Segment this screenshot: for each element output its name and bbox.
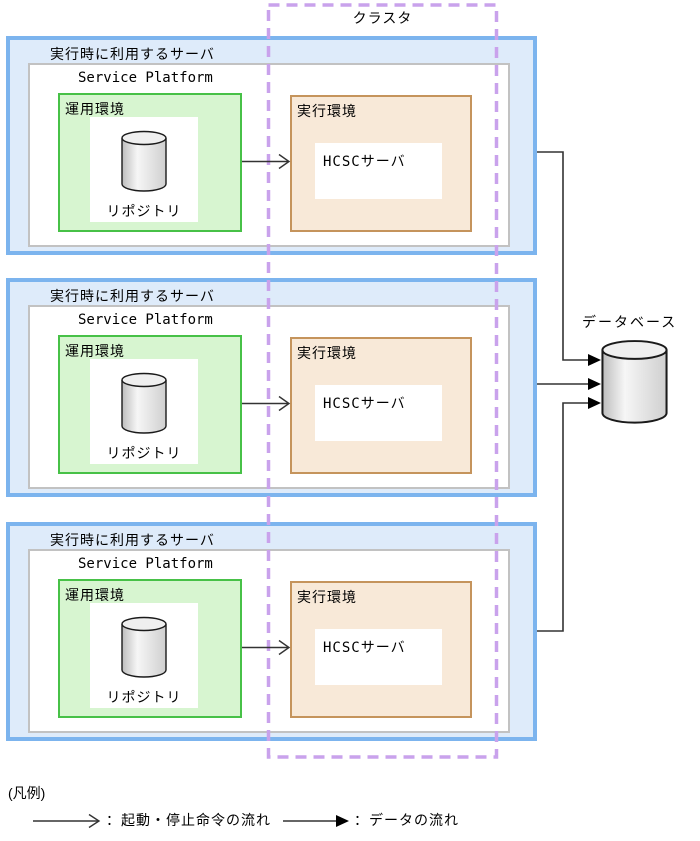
legend: (凡例) ：起動・停止命令の流れ ：データの流れ [0,780,700,841]
service-platform-box: Service Platform 運用環境 リポジトリ 実行環境 HCSCサーバ [28,63,510,247]
runtime-server-box-3: 実行時に利用するサーバ Service Platform 運用環境 リポジトリ … [6,522,537,741]
runtime-server-box-2: 実行時に利用するサーバ Service Platform 運用環境 リポジトリ … [6,278,537,497]
service-platform-box: Service Platform 運用環境 リポジトリ 実行環境 HCSCサーバ [28,305,510,489]
operation-env-label: 運用環境 [65,101,125,117]
service-platform-label: Service Platform [78,70,213,86]
repository-label: リポジトリ [106,445,182,461]
hcsc-server-box: HCSCサーバ [315,385,442,441]
data-flow-lines [537,151,589,632]
repository-box: リポジトリ [90,359,198,464]
hcsc-server-label: HCSCサーバ [323,396,406,412]
operation-env-label: 運用環境 [65,343,125,359]
hcsc-server-label: HCSCサーバ [323,640,406,656]
server-title: 実行時に利用するサーバ [50,46,215,62]
operation-env-box: 運用環境 リポジトリ [58,579,242,718]
hcsc-server-box: HCSCサーバ [315,629,442,685]
repository-cylinder-icon [121,616,167,678]
service-platform-box: Service Platform 運用環境 リポジトリ 実行環境 HCSCサーバ [28,549,510,733]
database-label: データベース [582,314,678,330]
server-title: 実行時に利用するサーバ [50,288,215,304]
repository-label: リポジトリ [106,689,182,705]
repository-cylinder-icon [121,372,167,434]
command-flow-arrow-icon [33,813,101,829]
runtime-server-box-1: 実行時に利用するサーバ Service Platform 運用環境 リポジトリ … [6,36,537,255]
execution-env-label: 実行環境 [297,103,357,119]
service-platform-label: Service Platform [78,556,213,572]
hcsc-server-box: HCSCサーバ [315,143,442,199]
data-flow-arrowheads [588,354,601,409]
legend-command-flow-label: ：起動・停止命令の流れ [106,812,271,828]
server-title: 実行時に利用するサーバ [50,532,215,548]
hcsc-server-label: HCSCサーバ [323,154,406,170]
cluster-label: クラスタ [352,10,413,26]
execution-env-box: 実行環境 HCSCサーバ [290,95,472,232]
execution-env-label: 実行環境 [297,345,357,361]
database-cylinder-icon [601,340,668,424]
repository-cylinder-icon [121,130,167,192]
operation-env-box: 運用環境 リポジトリ [58,335,242,474]
legend-title: (凡例) [8,785,46,801]
execution-env-box: 実行環境 HCSCサーバ [290,337,472,474]
execution-env-label: 実行環境 [297,589,357,605]
operation-env-label: 運用環境 [65,587,125,603]
data-flow-arrow-icon [283,815,349,827]
repository-box: リポジトリ [90,117,198,222]
service-platform-label: Service Platform [78,312,213,328]
execution-env-box: 実行環境 HCSCサーバ [290,581,472,718]
repository-label: リポジトリ [106,203,182,219]
repository-box: リポジトリ [90,603,198,708]
operation-env-box: 運用環境 リポジトリ [58,93,242,232]
legend-data-flow-label: ：データの流れ [354,812,459,828]
